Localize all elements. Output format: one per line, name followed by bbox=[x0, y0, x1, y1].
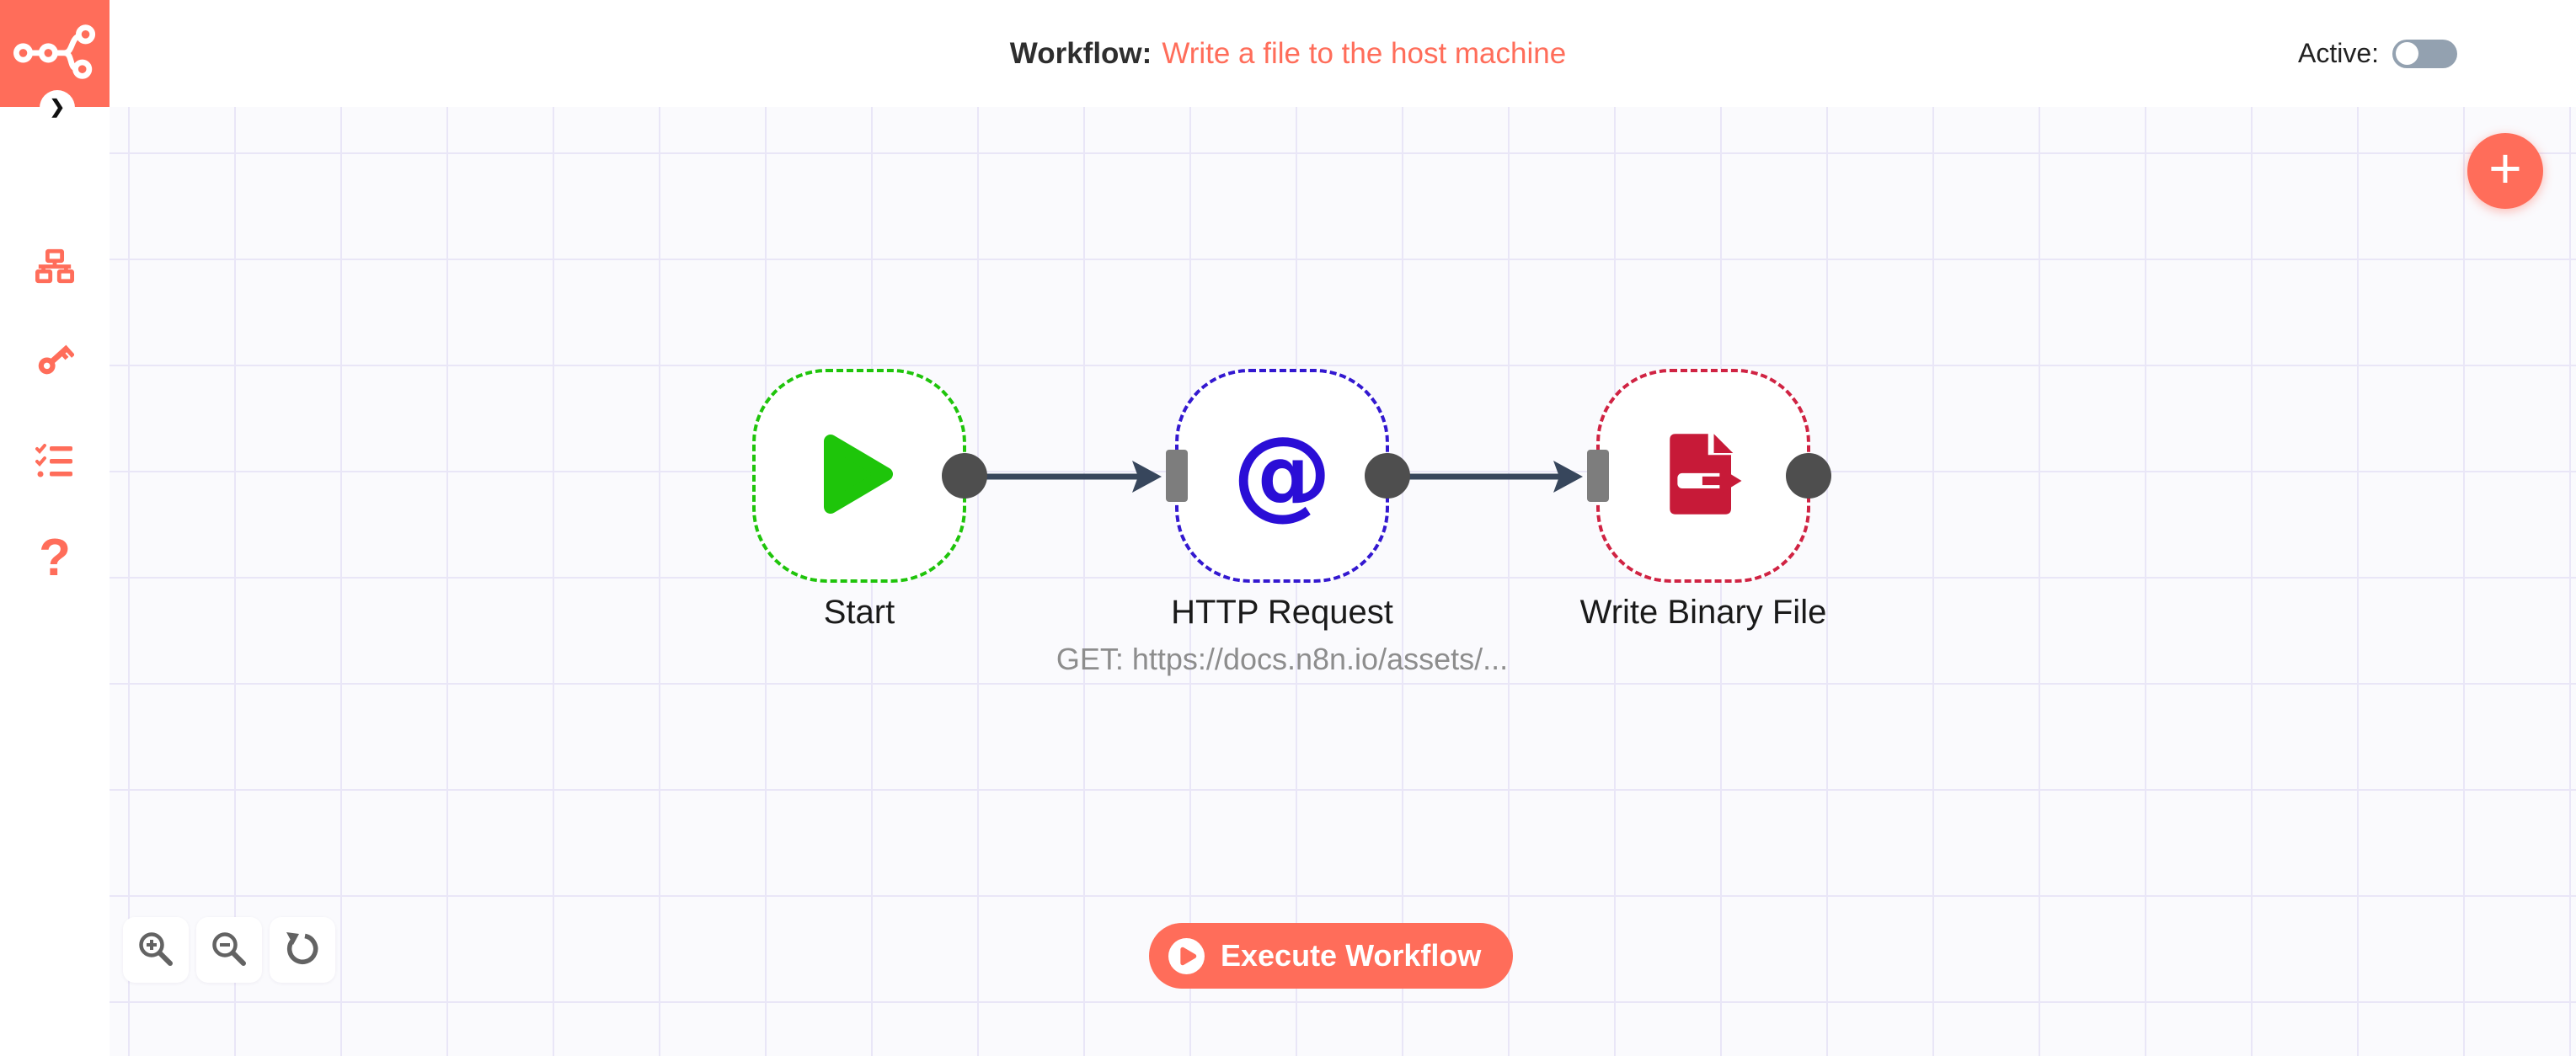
chevron-right-icon: ❯ bbox=[49, 96, 66, 117]
zoom-out-icon bbox=[210, 930, 249, 971]
reset-icon bbox=[283, 930, 322, 971]
node-http-request: @ HTTP Request GET: https://docs.n8n.io/… bbox=[1056, 369, 1508, 676]
zoom-in-icon bbox=[136, 930, 175, 971]
workflow-canvas[interactable]: Start @ HTTP Request GET: https://docs.n… bbox=[110, 107, 2576, 1056]
active-toggle[interactable] bbox=[2392, 39, 2457, 68]
toggle-knob bbox=[2396, 42, 2418, 65]
node-subtitle: GET: https://docs.n8n.io/assets/... bbox=[1056, 642, 1509, 676]
n8n-logo-icon bbox=[13, 19, 97, 88]
sidebar-item-executions[interactable] bbox=[0, 444, 110, 483]
list-check-icon bbox=[35, 444, 74, 483]
sidebar-expand-button[interactable]: ❯ bbox=[40, 90, 75, 125]
zoom-reset-button[interactable] bbox=[270, 917, 335, 983]
input-endpoint[interactable] bbox=[1166, 450, 1188, 502]
sidebar: ? bbox=[0, 107, 110, 1056]
add-node-button[interactable]: + bbox=[2467, 133, 2543, 209]
execute-workflow-button[interactable]: Execute Workflow bbox=[1149, 923, 1514, 989]
workflow-name-link[interactable]: Write a file to the host machine bbox=[1162, 36, 1567, 70]
zoom-out-button[interactable] bbox=[196, 917, 262, 983]
workflow-title-prefix: Workflow: bbox=[1009, 36, 1152, 70]
workflow-title: Workflow: Write a file to the host machi… bbox=[0, 0, 2576, 107]
output-endpoint[interactable] bbox=[1786, 453, 1831, 499]
sidebar-item-workflows[interactable] bbox=[0, 248, 110, 288]
play-circle-icon bbox=[1168, 937, 1205, 975]
canvas-zoom-controls bbox=[123, 917, 335, 983]
node-label: Write Binary File bbox=[1579, 594, 1827, 631]
execute-workflow-label: Execute Workflow bbox=[1221, 938, 1482, 973]
input-endpoint[interactable] bbox=[1587, 450, 1609, 502]
active-control: Active: bbox=[2298, 0, 2457, 107]
question-icon: ? bbox=[39, 529, 71, 587]
output-endpoint[interactable] bbox=[1365, 453, 1410, 499]
node-start: Start bbox=[752, 369, 987, 631]
node-write-binary-file: Write Binary File bbox=[1580, 369, 1831, 631]
file-export-icon bbox=[1659, 432, 1747, 520]
sidebar-item-help[interactable]: ? bbox=[0, 532, 110, 584]
play-icon bbox=[822, 433, 896, 520]
output-endpoint[interactable] bbox=[942, 453, 987, 499]
network-icon bbox=[35, 248, 74, 288]
n8n-logo[interactable] bbox=[0, 0, 110, 107]
node-http-request-box[interactable]: @ bbox=[1166, 369, 1410, 583]
node-label: Start bbox=[823, 594, 895, 631]
sidebar-item-credentials[interactable] bbox=[0, 339, 110, 382]
node-start-box[interactable] bbox=[752, 369, 987, 583]
key-icon bbox=[35, 339, 75, 382]
zoom-in-button[interactable] bbox=[123, 917, 189, 983]
active-label: Active: bbox=[2297, 38, 2379, 68]
node-label: HTTP Request bbox=[1171, 594, 1393, 631]
at-icon: @ bbox=[1232, 414, 1332, 531]
top-bar: Workflow: Write a file to the host machi… bbox=[0, 0, 2576, 107]
node-write-binary-file-box[interactable] bbox=[1587, 369, 1831, 583]
